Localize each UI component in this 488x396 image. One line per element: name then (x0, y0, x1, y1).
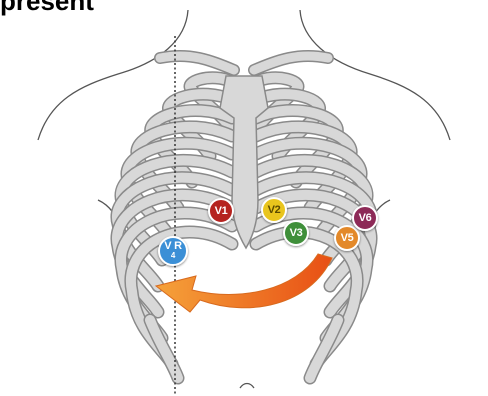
clavicles (160, 56, 328, 70)
electrode-v6: V6 (352, 205, 378, 231)
electrode-v3: V3 (283, 220, 309, 246)
electrode-v5: V5 (334, 225, 360, 251)
electrode-v6-label: V6 (359, 212, 372, 224)
electrode-v3-label: V3 (290, 227, 303, 239)
electrode-v2-label: V2 (268, 204, 281, 216)
electrode-v2: V2 (261, 197, 287, 223)
electrode-v5-label: V5 (341, 232, 354, 244)
electrode-v4r: V R 4 (158, 236, 188, 266)
electrode-v1: V1 (208, 198, 234, 224)
navel-line (240, 384, 254, 389)
electrode-v4r-subscript: 4 (171, 252, 175, 259)
electrode-v1-label: V1 (215, 205, 228, 217)
